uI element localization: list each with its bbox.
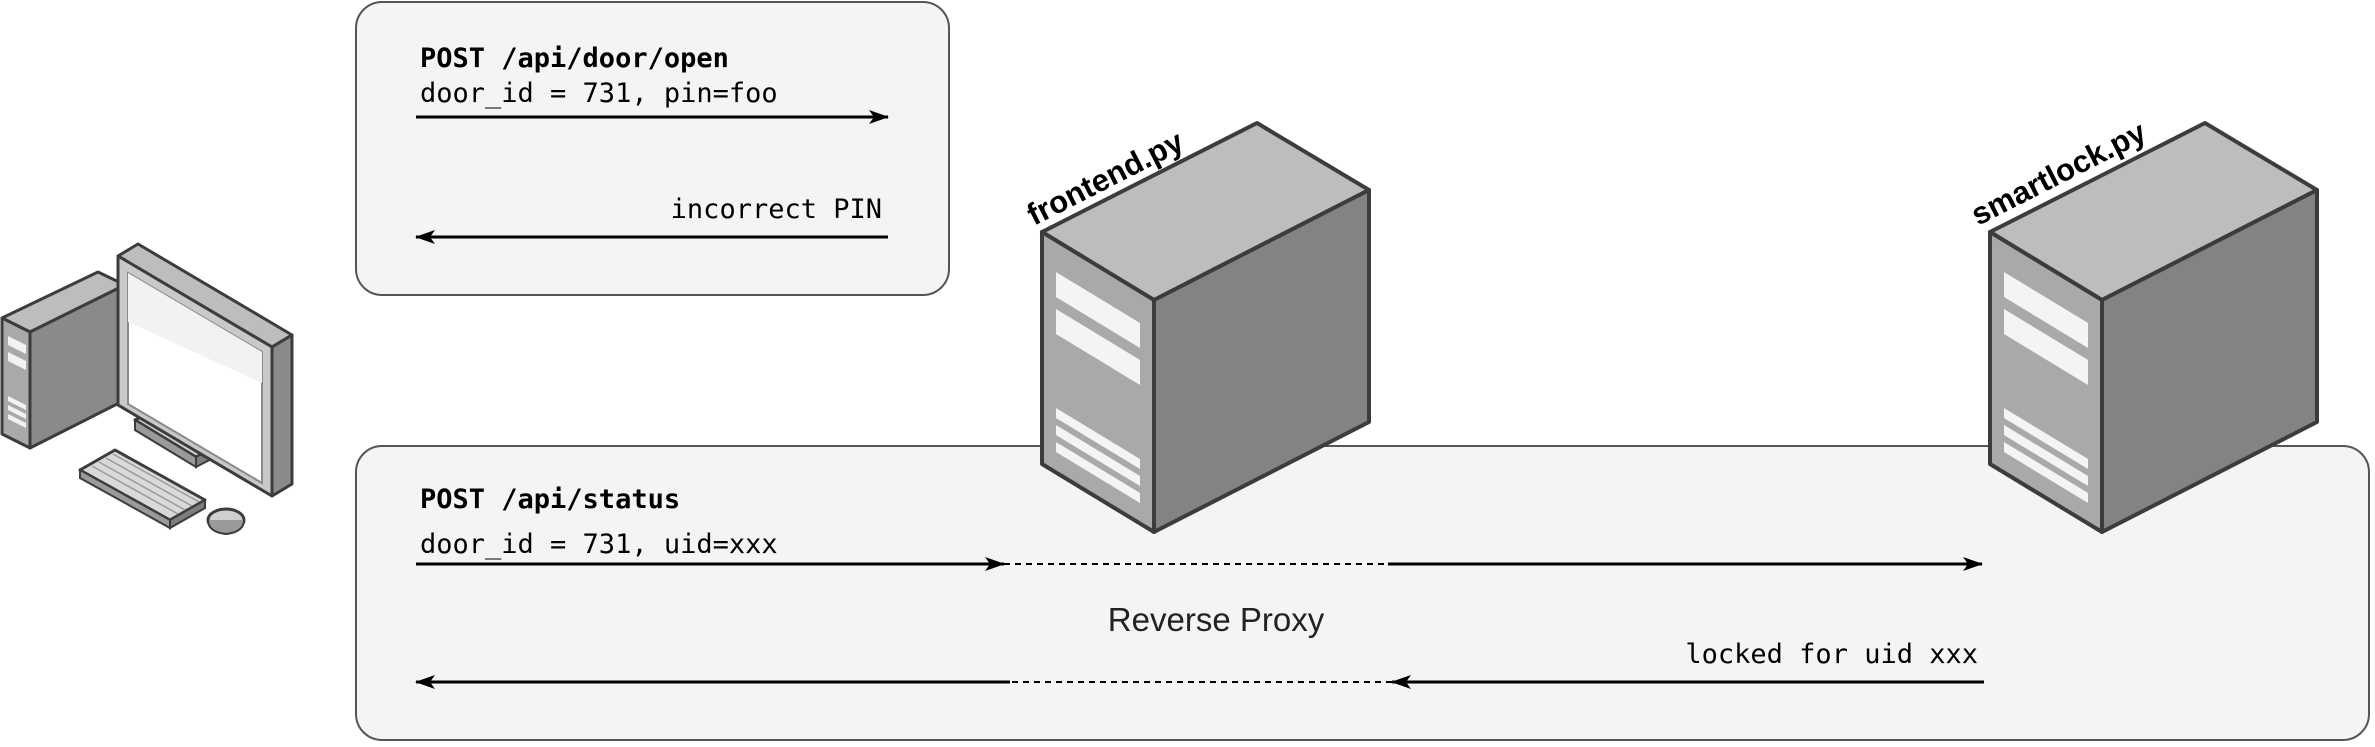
door-open-request-title: POST /api/door/open bbox=[420, 43, 729, 74]
server-tower-icon bbox=[1040, 121, 1371, 534]
reverse-proxy-label: Reverse Proxy bbox=[1108, 601, 1325, 638]
status-request-body: door_id = 731, uid=xxx bbox=[420, 529, 778, 560]
door-open-request-body: door_id = 731, pin=foo bbox=[420, 78, 778, 109]
status-response-text: locked for uid xxx bbox=[1685, 639, 1978, 670]
status-request-title: POST /api/status bbox=[420, 484, 680, 515]
door-open-response-text: incorrect PIN bbox=[671, 194, 882, 225]
status-panel: POST /api/status door_id = 731, uid=xxx … bbox=[355, 445, 2370, 741]
server-tower-icon bbox=[1988, 121, 2319, 534]
frontend-server: frontend.py bbox=[1021, 121, 1371, 534]
smartlock-server: smartlock.py bbox=[1965, 114, 2319, 534]
desktop-computer-icon bbox=[0, 242, 294, 536]
door-open-panel: POST /api/door/open door_id = 731, pin=f… bbox=[355, 1, 950, 296]
